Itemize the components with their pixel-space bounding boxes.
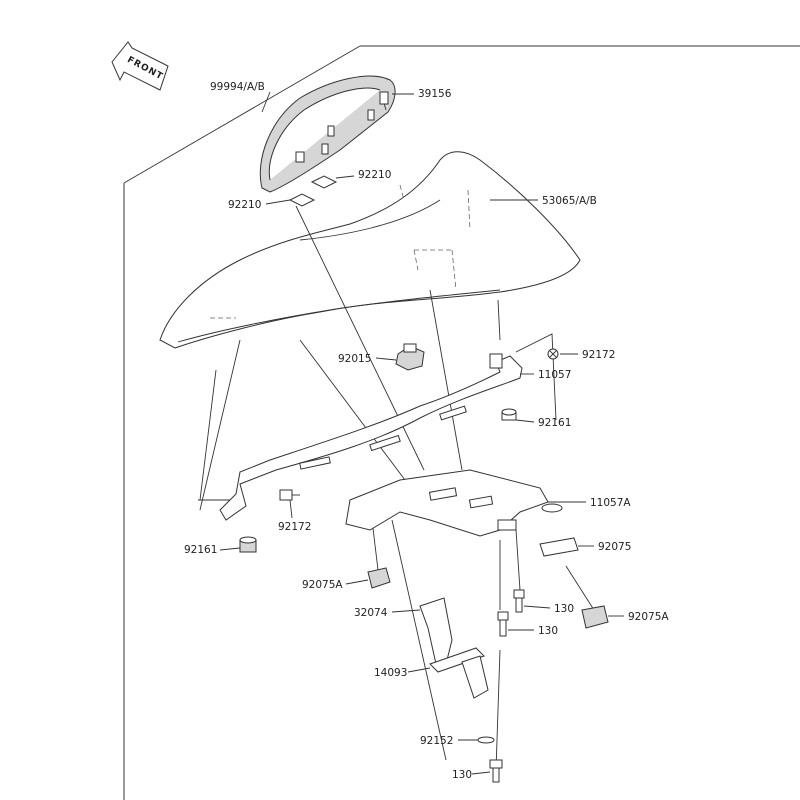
bracket-11057a-part: [345, 469, 563, 537]
align-dash-4: [467, 189, 471, 231]
rubber-92075a-right: [581, 605, 609, 629]
leader-92210-a: [335, 175, 355, 179]
assembly-line-8: [391, 519, 447, 761]
label-32074: 32074: [354, 607, 388, 619]
label-130-a: 130: [554, 603, 574, 615]
label-11057: 11057: [538, 369, 571, 381]
assembly-line-13: [495, 649, 501, 771]
rubber-92075-part: [539, 537, 579, 557]
label-39156: 39156: [418, 88, 452, 100]
label-92172-b: 92172: [278, 521, 311, 533]
leader-32074: [391, 609, 421, 613]
leader-92161-a: [515, 419, 535, 423]
leader-130-c: [471, 771, 491, 775]
leader-92172-b: [289, 499, 293, 519]
bolt-130-lower: [489, 759, 503, 783]
label-92152: 92152: [420, 735, 453, 747]
align-dash-2: [413, 249, 419, 271]
label-92015: 92015: [338, 353, 371, 365]
washer-92210-lower: [288, 193, 316, 207]
assembly-line-4: [429, 289, 463, 471]
label-92210-b: 92210: [228, 199, 261, 211]
assembly-line-7: [199, 369, 217, 501]
clip-92015-part: [395, 343, 425, 371]
align-dash-6: [399, 184, 405, 201]
leader-92015: [375, 357, 397, 361]
leader-92161-b: [219, 547, 241, 551]
assembly-line-5: [497, 299, 501, 341]
label-92161-a: 92161: [538, 417, 571, 429]
screw-92172-right: [547, 348, 559, 360]
seat-pad-part: [259, 75, 396, 193]
label-92172-a: 92172: [582, 349, 615, 361]
leader-92210-b: [265, 199, 291, 205]
assembly-line-3: [299, 339, 421, 501]
label-130-c: 130: [452, 769, 472, 781]
spacer-92161-right: [501, 408, 517, 421]
bracket-11057-part: [219, 353, 523, 521]
frame-diagonal: [123, 45, 361, 184]
label-14093: 14093: [374, 667, 407, 679]
spacer-92161-left: [239, 536, 257, 553]
washer-92152-part: [477, 736, 495, 744]
leader-92075a-a: [345, 579, 369, 585]
assembly-line-12: [565, 565, 595, 611]
washer-92210-upper: [310, 175, 338, 189]
label-130-b: 130: [538, 625, 558, 637]
bolt-130-middle: [497, 611, 509, 637]
label-92161-b: 92161: [184, 544, 217, 556]
label-11057a: 11057A: [590, 497, 631, 509]
assembly-line-11: [515, 529, 521, 591]
screw-92172-left: [279, 489, 300, 501]
align-dash-3: [451, 249, 457, 291]
plate-14093-part: [429, 647, 489, 699]
label-92075: 92075: [598, 541, 631, 553]
front-arrow-icon: FRONT: [111, 41, 169, 91]
plate-32074-part: [419, 597, 453, 665]
label-92075a-a: 92075A: [302, 579, 343, 591]
label-92075a-b: 92075A: [628, 611, 669, 623]
rubber-92075a-left: [367, 567, 391, 589]
label-99994: 99994/A/B: [210, 81, 265, 93]
assembly-line-2: [199, 339, 241, 511]
leader-99994: [261, 91, 271, 113]
leader-130-a: [523, 605, 551, 609]
label-92210-a: 92210: [358, 169, 391, 181]
bolt-130-upper: [513, 589, 525, 613]
label-53065: 53065/A/B: [542, 195, 597, 207]
leader-14093: [407, 667, 431, 673]
seat-cowl-part: [159, 151, 581, 349]
assembly-line-14: [515, 333, 557, 421]
